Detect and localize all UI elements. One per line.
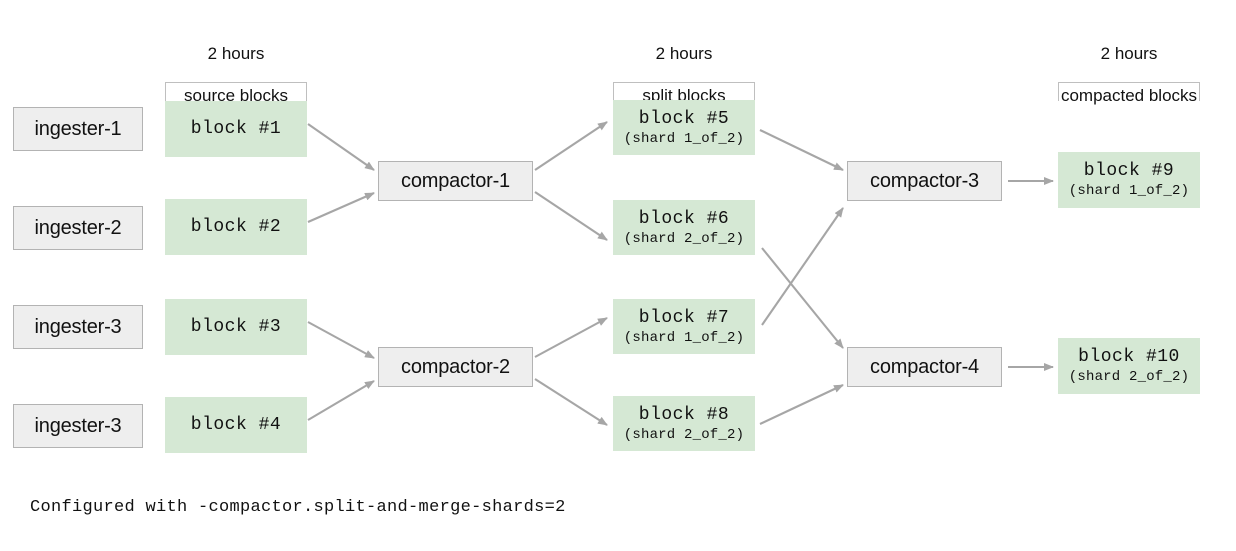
compactor-2-label: compactor-2 xyxy=(401,355,510,378)
edge-block7-compactor3 xyxy=(761,207,844,326)
compactor-3-label: compactor-3 xyxy=(870,169,979,192)
edge-block4-compactor2 xyxy=(307,380,375,421)
edge-compactor2-block8 xyxy=(534,378,608,426)
ingester-1-node[interactable]: ingester-1 xyxy=(13,107,143,151)
edge-block3-compactor2 xyxy=(307,321,375,359)
ingester-2-label: ingester-2 xyxy=(34,216,122,239)
split-block-6-sub: (shard 2_of_2) xyxy=(623,230,745,247)
split-block-8-title: block #8 xyxy=(638,404,730,425)
stage-label-source: 2 hours source blocks xyxy=(155,22,317,127)
split-block-5[interactable]: block #5 (shard 1_of_2) xyxy=(613,100,755,155)
edge-block1-compactor1 xyxy=(307,123,375,171)
ingester-1-label: ingester-1 xyxy=(34,117,122,140)
compacted-block-10[interactable]: block #10 (shard 2_of_2) xyxy=(1058,338,1200,394)
split-block-8[interactable]: block #8 (shard 2_of_2) xyxy=(613,396,755,451)
compacted-block-10-title: block #10 xyxy=(1078,347,1180,367)
ingester-3a-label: ingester-3 xyxy=(34,315,122,338)
split-block-5-sub: (shard 1_of_2) xyxy=(623,130,745,147)
compacted-block-10-sub: (shard 2_of_2) xyxy=(1068,369,1190,385)
ingester-3b-node[interactable]: ingester-3 xyxy=(13,404,143,448)
stage-label-split-line1: 2 hours xyxy=(655,44,713,63)
source-block-4-title: block #4 xyxy=(190,415,282,435)
edge-block2-compactor1 xyxy=(307,192,375,223)
stage-label-compacted-line1: 2 hours xyxy=(1100,44,1158,63)
compactor-4-node[interactable]: compactor-4 xyxy=(847,347,1002,387)
split-block-6-title: block #6 xyxy=(638,208,730,229)
split-block-8-sub: (shard 2_of_2) xyxy=(623,426,745,443)
split-block-7-sub: (shard 1_of_2) xyxy=(623,329,745,346)
source-block-4[interactable]: block #4 xyxy=(165,397,307,453)
source-block-1[interactable]: block #1 xyxy=(165,101,307,157)
source-block-3[interactable]: block #3 xyxy=(165,299,307,355)
source-block-3-title: block #3 xyxy=(190,317,282,337)
split-block-6[interactable]: block #6 (shard 2_of_2) xyxy=(613,200,755,255)
source-block-1-title: block #1 xyxy=(190,119,282,139)
stage-label-source-line2: source blocks xyxy=(184,86,288,105)
bracket-compacted xyxy=(1058,82,1200,101)
source-block-2-title: block #2 xyxy=(190,217,282,237)
edge-compactor2-block7 xyxy=(534,317,608,358)
compactor-2-node[interactable]: compactor-2 xyxy=(378,347,533,387)
edge-compactor1-block5 xyxy=(534,121,608,171)
compacted-block-9-sub: (shard 1_of_2) xyxy=(1068,183,1190,199)
compactor-1-node[interactable]: compactor-1 xyxy=(378,161,533,201)
split-block-7[interactable]: block #7 (shard 1_of_2) xyxy=(613,299,755,354)
stage-label-compacted: 2 hours compacted blocks xyxy=(1039,22,1219,127)
stage-label-source-line1: 2 hours xyxy=(207,44,265,63)
stage-label-compacted-line2: compacted blocks xyxy=(1060,86,1198,105)
bracket-split xyxy=(613,82,755,101)
edge-block6-compactor4 xyxy=(761,247,844,349)
bracket-source xyxy=(165,82,307,101)
compactor-1-label: compactor-1 xyxy=(401,169,510,192)
edge-block8-compactor4 xyxy=(759,384,844,425)
compacted-block-9[interactable]: block #9 (shard 1_of_2) xyxy=(1058,152,1200,208)
ingester-2-node[interactable]: ingester-2 xyxy=(13,206,143,250)
edge-compactor1-block6 xyxy=(534,191,608,241)
split-block-5-title: block #5 xyxy=(638,108,730,129)
edge-block5-compactor3 xyxy=(759,129,844,171)
ingester-3b-label: ingester-3 xyxy=(34,414,122,437)
split-block-7-title: block #7 xyxy=(638,307,730,328)
ingester-3a-node[interactable]: ingester-3 xyxy=(13,305,143,349)
source-block-2[interactable]: block #2 xyxy=(165,199,307,255)
compactor-4-label: compactor-4 xyxy=(870,355,979,378)
diagram-caption: Configured with -compactor.split-and-mer… xyxy=(30,498,566,517)
compacted-block-9-title: block #9 xyxy=(1083,161,1175,181)
compactor-3-node[interactable]: compactor-3 xyxy=(847,161,1002,201)
